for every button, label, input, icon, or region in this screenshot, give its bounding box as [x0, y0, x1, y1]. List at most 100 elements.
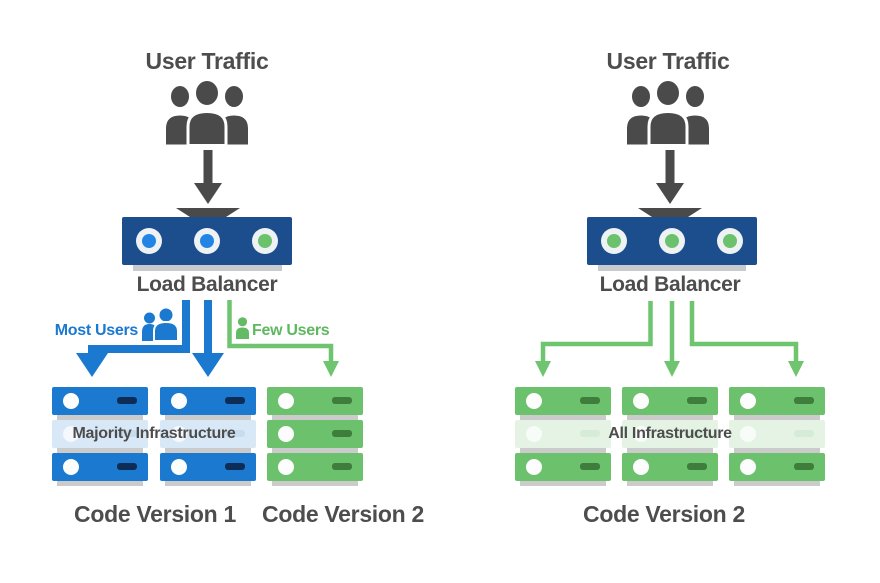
all-infrastructure-label: All Infrastructure [608, 425, 732, 442]
users-group-icon [625, 78, 711, 147]
server-shadow [272, 481, 358, 486]
server-shadow [520, 481, 606, 486]
server-shadow [627, 481, 713, 486]
load-balancer-funnel-icon [638, 208, 702, 217]
server-led-icon [63, 459, 79, 475]
server-unit [160, 387, 256, 415]
server-stack-v2-c [729, 387, 825, 486]
user-traffic-title-right: User Traffic [606, 48, 730, 74]
server-vent-icon [332, 463, 352, 470]
load-balancer-shadow [598, 265, 746, 271]
server-led-icon [740, 426, 756, 442]
server-vent-icon [794, 430, 814, 437]
server-led-icon [633, 459, 649, 475]
lb-port-icon [252, 228, 278, 254]
load-balancer-shadow [133, 265, 282, 271]
server-shadow [57, 481, 143, 486]
server-vent-icon [794, 397, 814, 404]
server-unit-faded [729, 420, 825, 448]
server-led-icon [171, 426, 187, 442]
traffic-down-arrow-icon [656, 150, 684, 204]
all-traffic-connector-middle [664, 301, 680, 377]
server-unit [267, 420, 363, 448]
server-stack-v2-a [515, 387, 611, 486]
lb-port-icon [717, 228, 743, 254]
server-stack-v1-a [52, 387, 148, 486]
server-shadow [165, 415, 251, 420]
server-shadow [520, 415, 606, 420]
server-stack-v2-canary [267, 387, 363, 486]
server-shadow [57, 448, 143, 453]
server-vent-icon [794, 463, 814, 470]
server-vent-icon [225, 397, 245, 404]
code-version-2-label-right: Code Version 2 [583, 501, 745, 527]
server-unit [160, 453, 256, 481]
server-led-icon [633, 393, 649, 409]
load-balancer-box-right [587, 217, 757, 265]
server-led-icon [278, 426, 294, 442]
server-vent-icon [117, 463, 137, 470]
server-shadow [165, 448, 251, 453]
traffic-down-arrow-icon [194, 150, 222, 204]
few-users-label: Few Users [252, 322, 330, 339]
server-vent-icon [332, 430, 352, 437]
server-shadow [734, 415, 820, 420]
server-unit [729, 453, 825, 481]
all-traffic-connector-left [535, 301, 653, 377]
server-unit-faded [515, 420, 611, 448]
server-vent-icon [117, 397, 137, 404]
server-vent-icon [687, 463, 707, 470]
server-unit [622, 387, 718, 415]
server-stack-v1-b [160, 387, 256, 486]
server-shadow [734, 481, 820, 486]
server-vent-icon [117, 430, 137, 437]
server-led-icon [740, 393, 756, 409]
server-shadow [520, 448, 606, 453]
server-shadow [627, 448, 713, 453]
server-vent-icon [225, 430, 245, 437]
most-users-connector-middle [192, 300, 224, 377]
load-balancer-box-left [122, 217, 292, 265]
server-led-icon [526, 459, 542, 475]
server-led-icon [526, 426, 542, 442]
server-unit [622, 453, 718, 481]
lb-port-icon [601, 228, 627, 254]
server-unit [515, 453, 611, 481]
server-led-icon [63, 426, 79, 442]
server-unit [52, 453, 148, 481]
few-users-icon [236, 317, 249, 339]
load-balancer-label-right: Load Balancer [599, 273, 741, 296]
lb-port-icon [194, 228, 220, 254]
code-version-1-label: Code Version 1 [74, 501, 236, 527]
server-vent-icon [225, 463, 245, 470]
server-led-icon [740, 459, 756, 475]
server-vent-icon [580, 463, 600, 470]
server-shadow [627, 415, 713, 420]
code-version-2-label-left: Code Version 2 [262, 501, 424, 527]
server-unit-faded [52, 420, 148, 448]
server-shadow [57, 415, 143, 420]
lb-port-icon [659, 228, 685, 254]
server-unit [515, 387, 611, 415]
server-shadow [272, 415, 358, 420]
server-unit [267, 387, 363, 415]
server-led-icon [63, 393, 79, 409]
load-balancer-label-left: Load Balancer [136, 273, 278, 296]
server-led-icon [526, 393, 542, 409]
all-traffic-connector-right [689, 301, 804, 377]
server-vent-icon [687, 430, 707, 437]
lb-port-icon [136, 228, 162, 254]
server-unit-faded [622, 420, 718, 448]
server-shadow [165, 481, 251, 486]
server-unit [729, 387, 825, 415]
majority-infrastructure-label: Majority Infrastructure [72, 425, 236, 442]
server-led-icon [278, 459, 294, 475]
server-unit [267, 453, 363, 481]
user-traffic-title-left: User Traffic [145, 48, 269, 74]
server-vent-icon [580, 397, 600, 404]
server-led-icon [278, 393, 294, 409]
server-led-icon [171, 393, 187, 409]
server-led-icon [171, 459, 187, 475]
most-users-icon [142, 306, 179, 342]
